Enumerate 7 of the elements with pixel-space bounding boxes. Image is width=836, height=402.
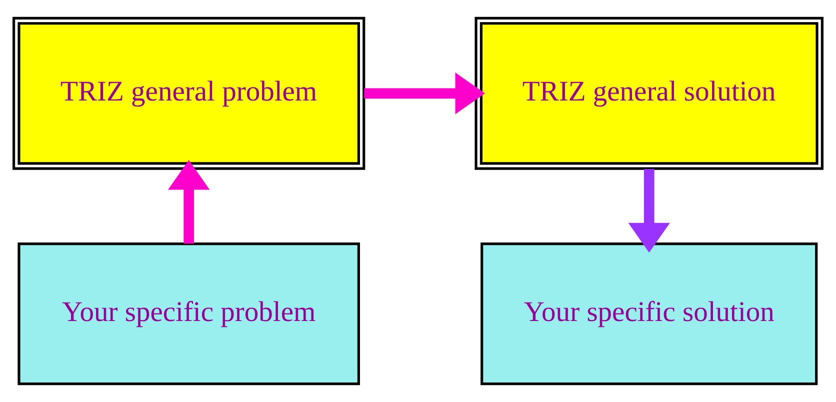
- node-box: TRIZ general problem: [12, 16, 366, 170]
- arrow: [628, 169, 670, 253]
- node-box: Your specific solution: [480, 242, 818, 386]
- node-box: Your specific problem: [18, 242, 360, 386]
- node-box: TRIZ general solution: [474, 16, 824, 170]
- arrow: [364, 72, 486, 114]
- arrow: [168, 160, 210, 244]
